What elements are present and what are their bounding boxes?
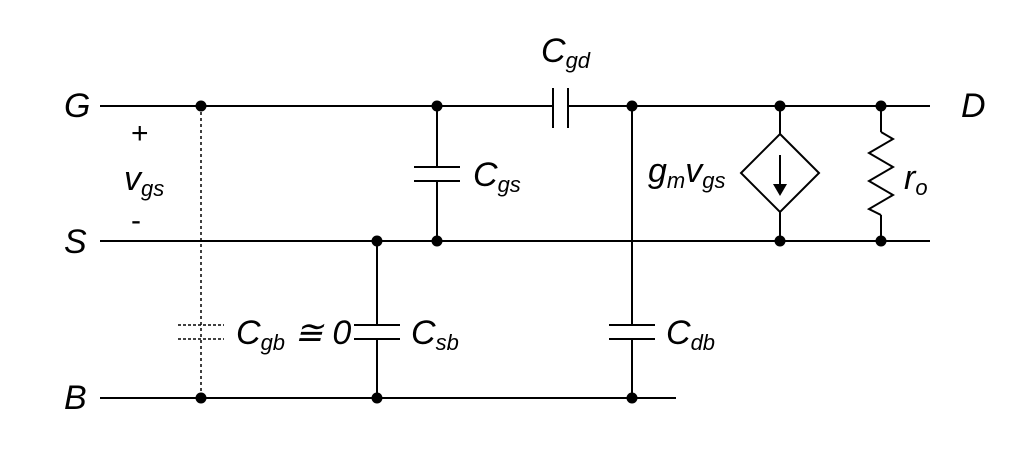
junction-dot bbox=[774, 100, 786, 112]
junction-dot bbox=[774, 235, 786, 247]
body-terminal-label: B bbox=[64, 379, 87, 417]
capacitor-plates bbox=[178, 88, 655, 340]
drain-terminal-label: D bbox=[961, 87, 986, 125]
csb-label: Csb bbox=[411, 314, 459, 355]
arrow-down-icon bbox=[773, 184, 787, 196]
junction-dot bbox=[875, 235, 887, 247]
junction-dot bbox=[431, 235, 443, 247]
cdb-label: Cdb bbox=[666, 314, 715, 355]
cgd-label: Cgd bbox=[541, 32, 591, 73]
cgb-label: Cgb ≅ 0 bbox=[236, 314, 351, 355]
vgs-label: vgs bbox=[124, 160, 164, 201]
junction-dot bbox=[626, 392, 638, 404]
vgs-minus-sign: - bbox=[131, 204, 141, 237]
dependent-current-source bbox=[739, 132, 821, 214]
vgs-plus-sign: + bbox=[131, 117, 149, 150]
ro-label: ro bbox=[904, 159, 928, 200]
junction-dot bbox=[626, 100, 638, 112]
gm-vgs-label: gmvgs bbox=[648, 152, 726, 193]
wires bbox=[100, 105, 930, 399]
gate-terminal-label: G bbox=[64, 87, 90, 125]
junction-dot bbox=[875, 100, 887, 112]
junction-dot bbox=[431, 100, 443, 112]
junction-dot bbox=[195, 392, 207, 404]
resistor-ro bbox=[866, 131, 895, 216]
cgs-label: Cgs bbox=[473, 156, 521, 197]
junction-dot bbox=[371, 392, 383, 404]
junction-dot bbox=[371, 235, 383, 247]
junction-dot bbox=[195, 100, 207, 112]
source-terminal-label: S bbox=[64, 223, 87, 261]
junction-dots bbox=[195, 100, 887, 404]
